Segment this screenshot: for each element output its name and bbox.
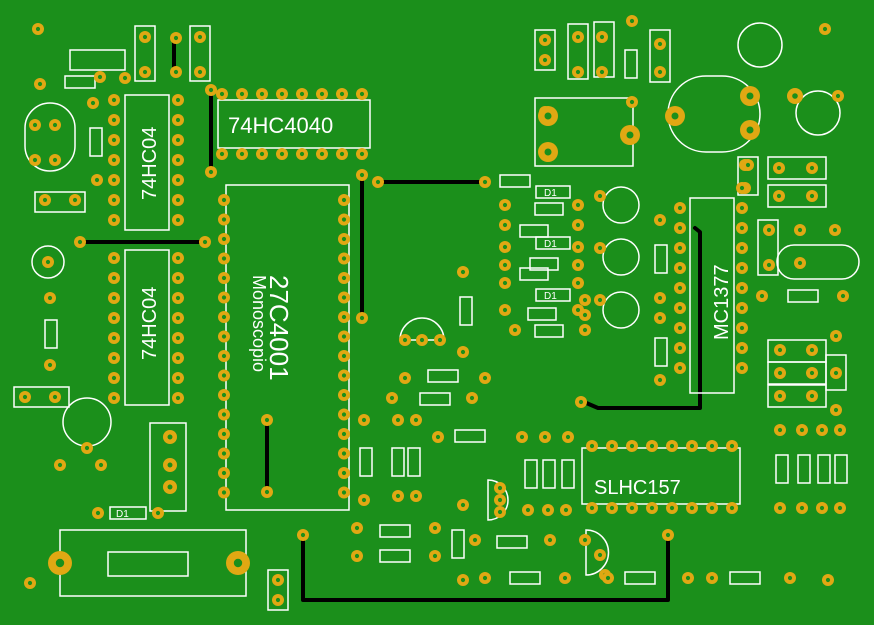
chip-u5-outline (689, 197, 735, 394)
chip-u4-outline (225, 184, 350, 511)
pads (19, 15, 849, 606)
diode-label-1: D1 (544, 188, 557, 199)
chip-u2-label: 74HC04 (139, 287, 161, 360)
connector-outline (149, 422, 187, 512)
crystal-right-outline (776, 244, 860, 280)
silkscreen (13, 21, 860, 611)
diode-label-3: D1 (544, 291, 557, 302)
chip-u2-outline (124, 249, 170, 406)
chip-u1-outline (124, 94, 170, 231)
diode-label-4: D1 (116, 509, 129, 520)
fuse-holder-outline (59, 529, 247, 597)
chip-u3-outline (217, 99, 371, 149)
labels: 74HC04 74HC04 74HC4040 27C4001 Monoscopi… (116, 113, 733, 520)
traces (78, 36, 702, 602)
crystal-left-outline (24, 102, 76, 172)
chip-u5-label: MC1377 (711, 264, 733, 340)
chip-u6-outline (581, 447, 741, 505)
chip-u4-sublabel: Monoscopio (249, 275, 269, 372)
chip-u4-label: 27C4001 (264, 275, 294, 381)
chip-u1-label: 74HC04 (139, 127, 161, 200)
chip-u6-label: SLHC157 (594, 477, 681, 499)
chip-u3-label: 74HC4040 (228, 113, 333, 138)
diode-label-2: D1 (544, 239, 557, 250)
